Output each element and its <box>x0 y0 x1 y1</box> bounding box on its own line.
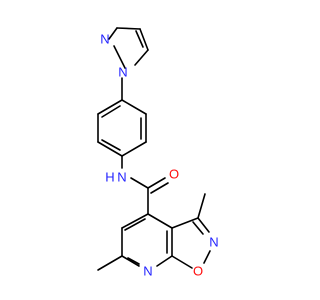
bond <box>130 177 149 189</box>
bond <box>127 257 140 265</box>
bond <box>156 255 173 267</box>
carbonyl-o-label: O <box>169 167 179 182</box>
bond <box>147 177 166 189</box>
bond <box>108 27 118 40</box>
isoxazole-n-label: N <box>209 235 218 250</box>
bond <box>101 105 121 118</box>
bond <box>97 141 123 157</box>
bond <box>134 49 149 66</box>
bonds <box>97 27 211 271</box>
pyridine-n-label: N <box>143 264 152 279</box>
bond <box>97 255 123 271</box>
bond <box>121 213 149 229</box>
bond <box>113 45 126 69</box>
bond <box>197 217 210 233</box>
bond <box>121 255 140 267</box>
bond <box>139 28 149 51</box>
pyrazole-n2-label: N <box>100 32 109 47</box>
pyrazole-n1-label: N <box>118 65 127 80</box>
bond <box>116 27 141 30</box>
bond <box>150 182 169 194</box>
bond <box>101 139 121 151</box>
bond <box>124 218 146 231</box>
bond <box>97 99 123 115</box>
amide-n-label: N <box>117 170 126 185</box>
atom-labels: N N N H O N O N <box>100 32 218 279</box>
bond <box>197 193 206 219</box>
bond <box>121 99 147 115</box>
bond <box>171 217 199 229</box>
bond <box>135 30 144 48</box>
bond <box>203 250 211 264</box>
amide-h-label: H <box>105 170 114 185</box>
bond <box>147 213 173 229</box>
bond <box>192 221 204 235</box>
bond <box>171 255 193 269</box>
isoxazole-o-label: O <box>193 264 203 279</box>
bond <box>121 141 147 157</box>
molecule-diagram: N N N H O N O N <box>97 27 219 279</box>
